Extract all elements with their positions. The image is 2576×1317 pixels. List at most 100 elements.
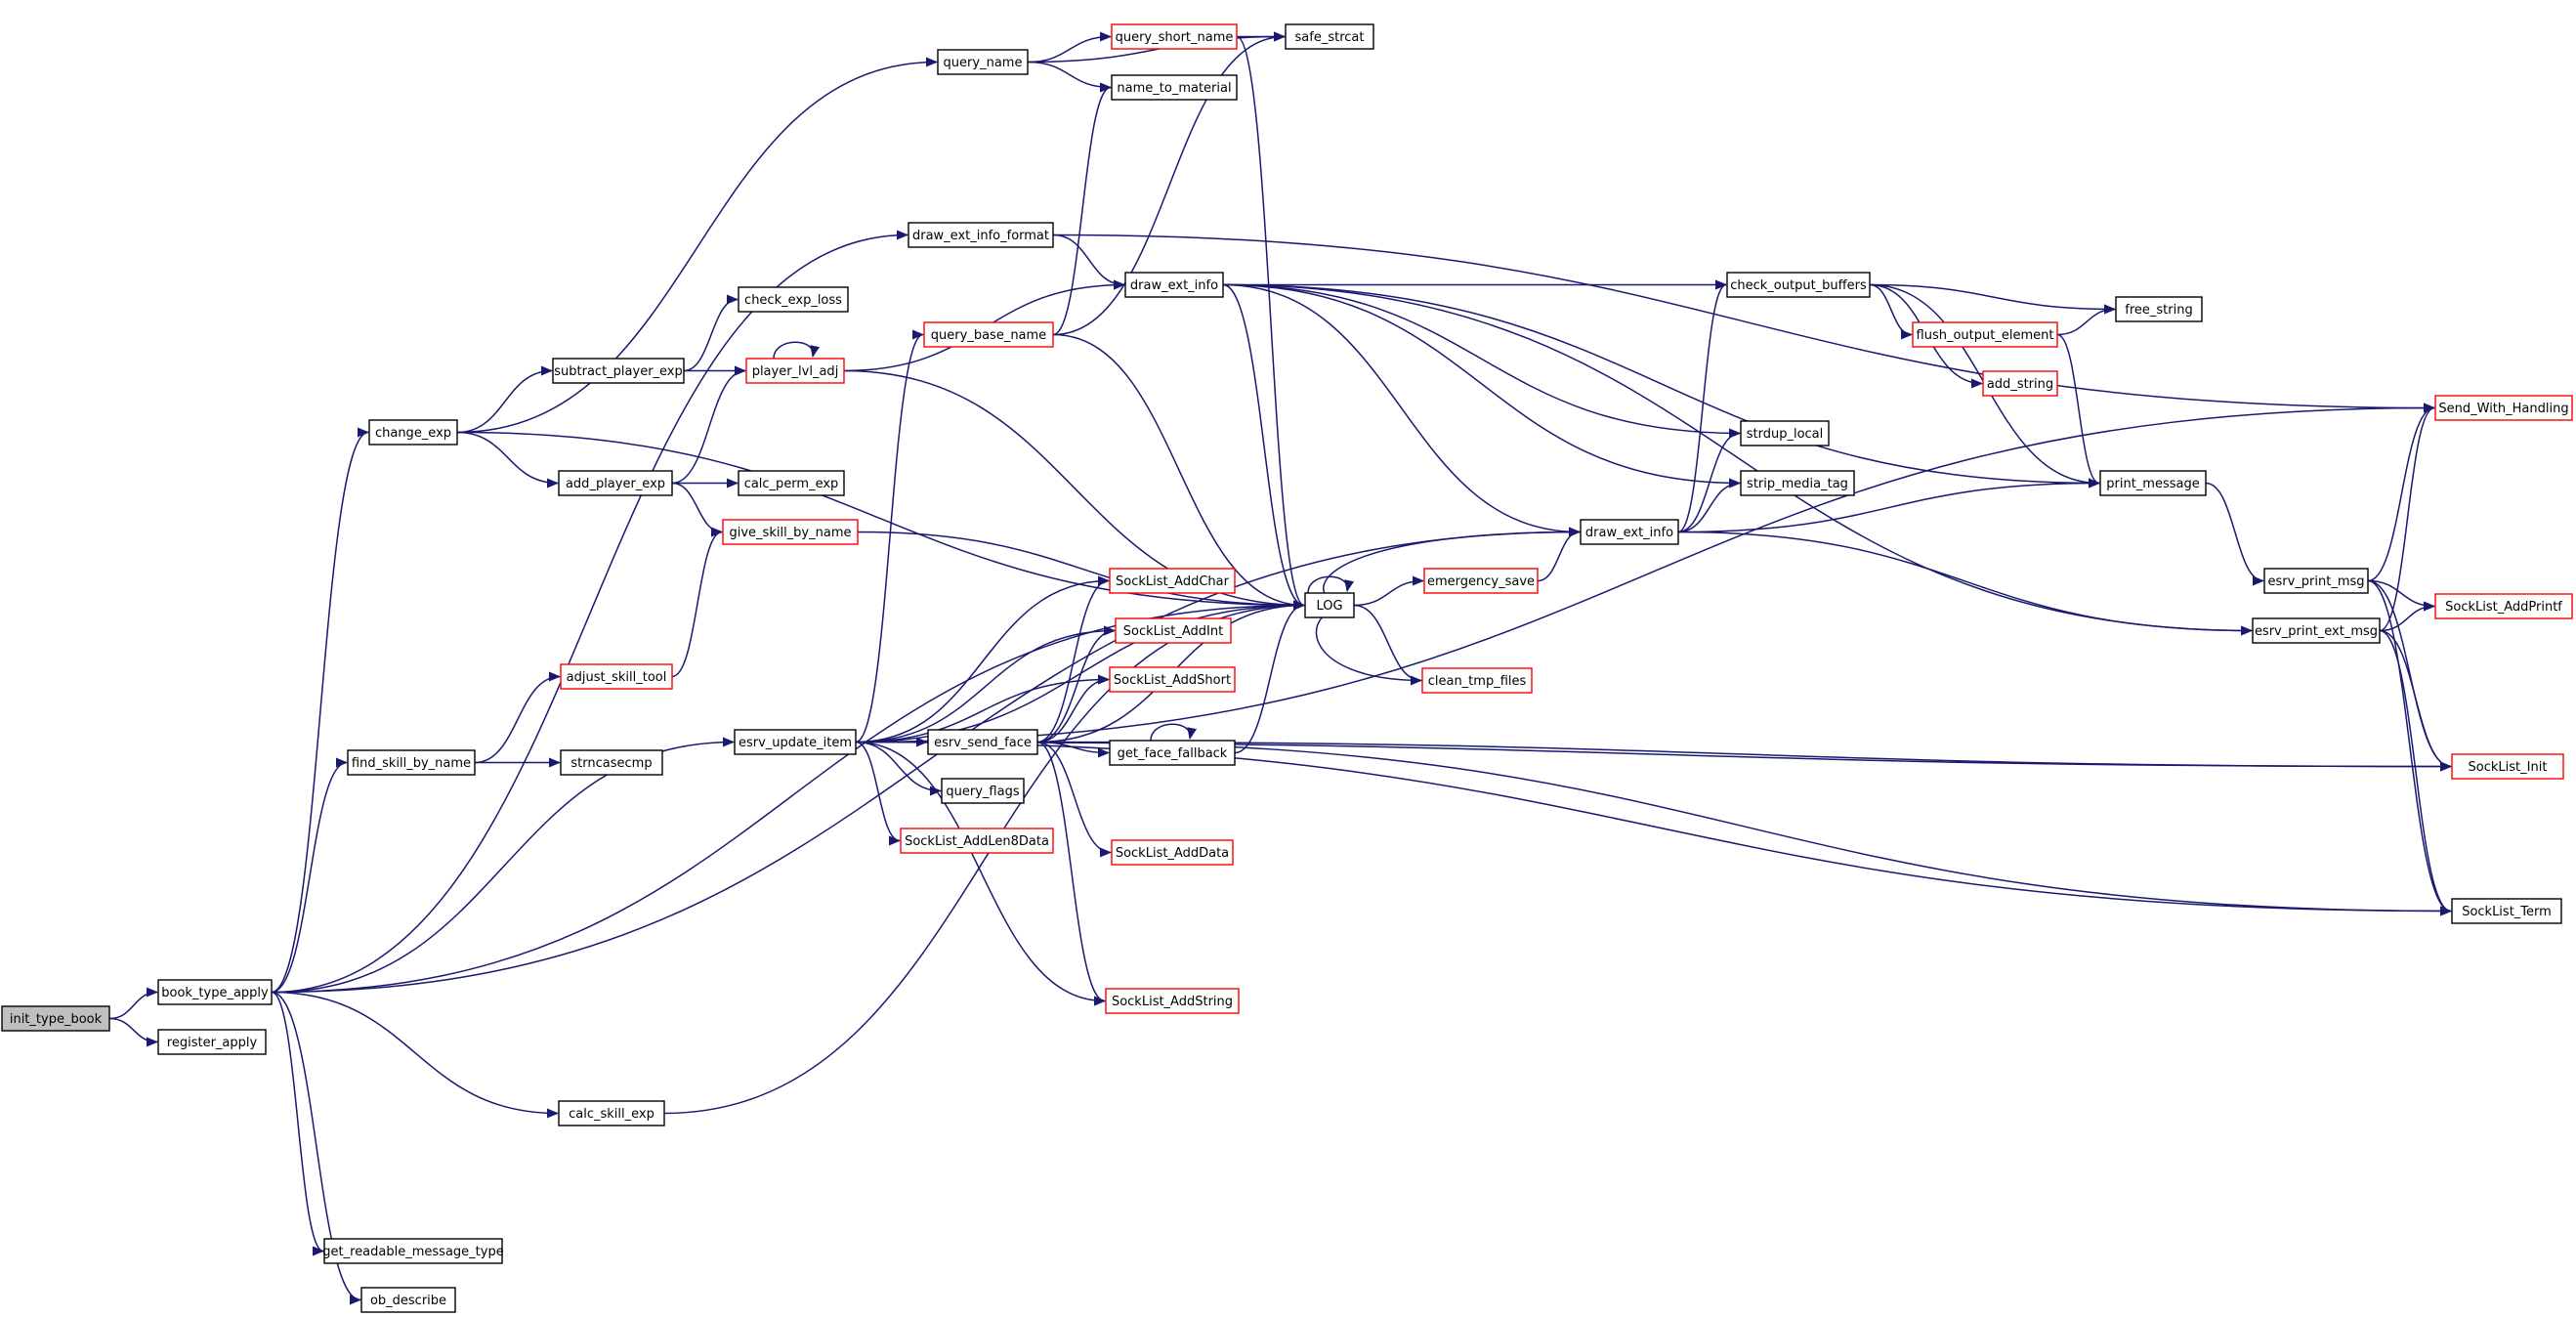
node-label: SockList_AddPrintf [2445, 600, 2562, 615]
edge-get_face_fallback-to-LOG [1234, 600, 1305, 754]
node-change-exp[interactable]: change_exp [368, 419, 458, 446]
node-esrv-print-msg[interactable]: esrv_print_msg [2263, 568, 2369, 594]
node-add-string[interactable]: add_string [1982, 370, 2058, 397]
node-label: query_name [944, 56, 1023, 70]
node-label: SockList_AddData [1116, 846, 1229, 861]
node-flush-output-element[interactable]: flush_output_element [1912, 321, 2058, 348]
node-subtract-player-exp[interactable]: subtract_player_exp [552, 358, 685, 384]
node-label: get_readable_message_type [322, 1245, 503, 1259]
node-box [1115, 617, 1232, 644]
node-box [1109, 740, 1236, 766]
edge-subtract_player_exp-to-check_exp_loss [683, 294, 739, 372]
node-socklist-addchar[interactable]: SockList_AddChar [1109, 568, 1236, 594]
node-name-to-material[interactable]: name_to_material [1111, 74, 1238, 101]
node-socklist-addprintf[interactable]: SockList_AddPrintf [2434, 593, 2573, 619]
edge-esrv_send_face-to-SockList_AddData [1036, 741, 1112, 858]
node-emergency-save[interactable]: emergency_save [1423, 568, 1539, 594]
node-label: change_exp [375, 426, 451, 441]
node-get-readable-message-type[interactable]: get_readable_message_type [322, 1238, 504, 1264]
node-calc-skill-exp[interactable]: calc_skill_exp [558, 1100, 665, 1126]
node-socklist-term[interactable]: SockList_Term [2451, 898, 2562, 924]
node-label: SockList_AddShort [1114, 673, 1231, 688]
node-draw-ext-info-b[interactable]: draw_ext_info [1580, 519, 1679, 545]
node-clean-tmp-files[interactable]: clean_tmp_files [1421, 667, 1533, 694]
node-player-lvl-adj[interactable]: player_lvl_adj [745, 358, 845, 384]
edge-esrv_update_item-to-SockList_AddLen8Data [855, 741, 901, 846]
edge-LOG-to-clean_tmp_files [1353, 604, 1422, 686]
node-find-skill-by-name[interactable]: find_skill_by_name [347, 749, 476, 776]
node-get-face-fallback[interactable]: get_face_fallback [1109, 740, 1236, 766]
node-box [2434, 593, 2573, 619]
node-label: Send_With_Handling [2438, 402, 2568, 416]
node-draw-ext-info-format[interactable]: draw_ext_info_format [908, 222, 1054, 248]
node-book-type-apply[interactable]: book_type_apply [157, 979, 273, 1005]
node-esrv-send-face[interactable]: esrv_send_face [927, 729, 1038, 755]
node-box [722, 519, 859, 545]
node-strip-media-tag[interactable]: strip_media_tag [1740, 470, 1855, 496]
node-box [745, 358, 845, 384]
node-socklist-addint[interactable]: SockList_AddInt [1115, 617, 1232, 644]
edge-query_base_name-to-name_to_material [1052, 82, 1112, 336]
node-check-exp-loss[interactable]: check_exp_loss [738, 286, 849, 313]
node-box [347, 749, 476, 776]
edge-book_type_apply-to-LOG [271, 600, 1305, 994]
edge-add_player_exp-to-player_lvl_adj [671, 365, 746, 485]
node-esrv-print-ext-msg[interactable]: esrv_print_ext_msg [2252, 617, 2381, 644]
node-label: safe_strcat [1295, 30, 1365, 45]
node-send-with-handling[interactable]: Send_With_Handling [2434, 395, 2573, 421]
node-strncasecmp[interactable]: strncasecmp [560, 749, 663, 776]
node-register-apply[interactable]: register_apply [157, 1029, 267, 1055]
edge-esrv_print_msg-to-Send_With_Handling [2367, 403, 2435, 582]
node-box [1740, 420, 1830, 446]
edge-LOG-to-emergency_save [1353, 575, 1424, 607]
edge-draw_ext_info_b-to-print_message [1677, 478, 2100, 533]
node-socklist-adddata[interactable]: SockList_AddData [1111, 839, 1234, 866]
node-label: query_short_name [1116, 30, 1234, 45]
node-query-short-name[interactable]: query_short_name [1111, 23, 1238, 50]
node-box [1304, 592, 1355, 618]
node-ob-describe[interactable]: ob_describe [360, 1287, 456, 1313]
node-draw-ext-info-a[interactable]: draw_ext_info [1124, 272, 1224, 298]
node-box [360, 1287, 456, 1313]
edge-book_type_apply-to-draw_ext_info_b [271, 527, 1581, 994]
node-query-name[interactable]: query_name [937, 49, 1029, 75]
node-adjust-skill-tool[interactable]: adjust_skill_tool [560, 663, 673, 690]
node-give-skill-by-name[interactable]: give_skill_by_name [722, 519, 859, 545]
node-box [1912, 321, 2058, 348]
node-label: esrv_send_face [934, 736, 1032, 750]
node-add-player-exp[interactable]: add_player_exp [558, 470, 673, 496]
node-calc-perm-exp[interactable]: calc_perm_exp [738, 470, 845, 496]
node-log[interactable]: LOG [1304, 592, 1355, 618]
node-label: player_lvl_adj [752, 364, 839, 379]
edge-book_type_apply-to-calc_skill_exp [271, 991, 559, 1119]
edge-draw_ext_info_a-to-strdup_local [1222, 283, 1741, 439]
node-label: emergency_save [1427, 574, 1535, 589]
node-free-string[interactable]: free_string [2115, 296, 2203, 322]
edge-change_exp-to-query_name [456, 57, 938, 434]
node-strdup-local[interactable]: strdup_local [1740, 420, 1830, 446]
node-label: SockList_AddChar [1116, 574, 1230, 589]
node-label: strip_media_tag [1747, 477, 1848, 491]
node-socklist-addshort[interactable]: SockList_AddShort [1109, 666, 1236, 693]
node-socklist-addstring[interactable]: SockList_AddString [1105, 988, 1240, 1014]
node-box [157, 979, 273, 1005]
node-label: SockList_AddLen8Data [905, 834, 1049, 849]
edge-esrv_update_item-to-SockList_Term [855, 741, 2452, 916]
node-esrv-update-item[interactable]: esrv_update_item [734, 729, 857, 755]
node-query-flags[interactable]: query_flags [941, 778, 1025, 804]
edge-esrv_print_msg-to-SockList_Term [2367, 579, 2452, 916]
node-socklist-init[interactable]: SockList_Init [2451, 753, 2564, 780]
node-socklist-addlen8data[interactable]: SockList_AddLen8Data [900, 828, 1054, 854]
node-box [927, 729, 1038, 755]
edge-print_message-to-esrv_print_msg [2205, 482, 2264, 586]
node-check-output-buffers[interactable]: check_output_buffers [1726, 272, 1871, 298]
node-init-type-book[interactable]: init_type_book [1, 1005, 110, 1032]
node-label: esrv_print_msg [2267, 574, 2364, 589]
node-box [900, 828, 1054, 854]
node-print-message[interactable]: print_message [2099, 470, 2207, 496]
edge-give_skill_by_name-to-LOG [857, 531, 1305, 611]
node-box [2115, 296, 2203, 322]
edge-book_type_apply-to-find_skill_by_name [271, 757, 348, 994]
node-safe-strcat[interactable]: safe_strcat [1285, 23, 1374, 50]
node-query-base-name[interactable]: query_base_name [923, 321, 1054, 348]
